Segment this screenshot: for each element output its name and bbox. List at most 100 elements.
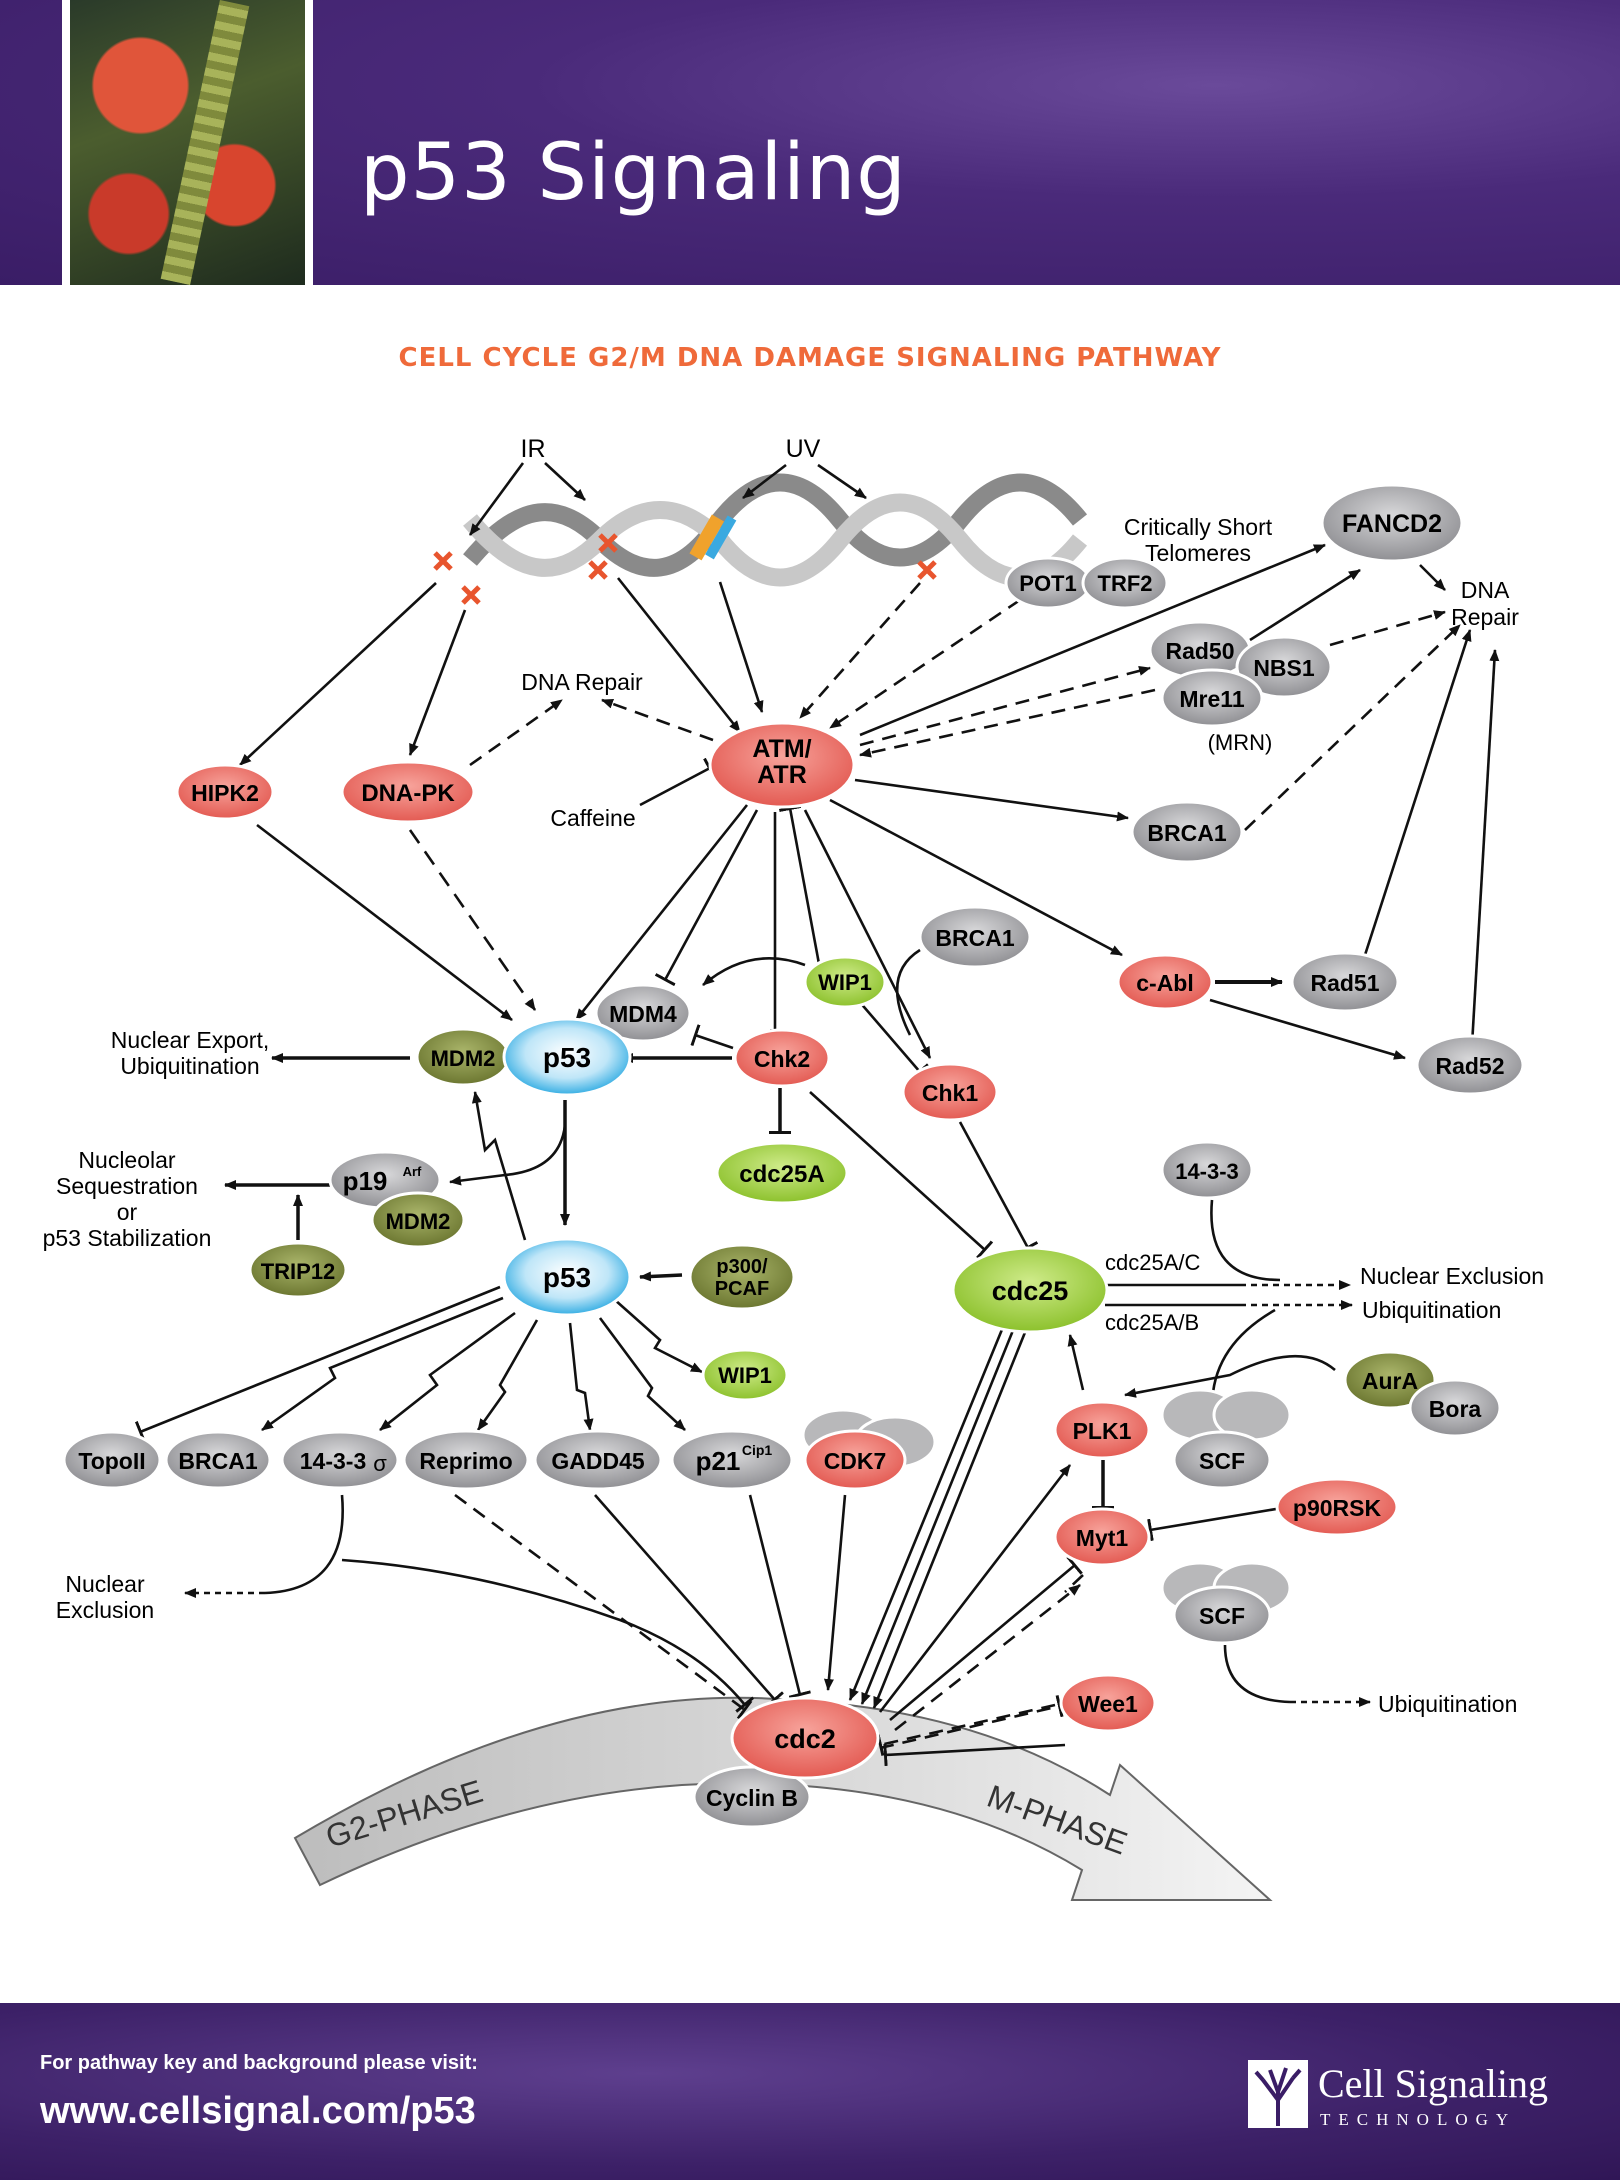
cdc25-label: cdc25 [992, 1276, 1069, 1306]
topoii-label: TopoII [78, 1448, 145, 1474]
node-cdc25: cdc25 [951, 1246, 1109, 1334]
pathway-title: CELL CYCLE G2/M DNA DAMAGE SIGNALING PAT… [398, 343, 1222, 373]
gadd45-label: GADD45 [551, 1448, 645, 1474]
p53-bottom-label: p53 [543, 1262, 591, 1293]
fancd2-label: FANCD2 [1342, 510, 1442, 538]
node-dna-pk: DNA-PK [340, 760, 476, 824]
scf-bottom-label: SCF [1199, 1603, 1245, 1629]
dna-helix [463, 473, 1088, 587]
p300-label-1: p300/ [716, 1256, 768, 1278]
node-p90rsk: p90RSK [1275, 1477, 1399, 1537]
myt1-label: Myt1 [1076, 1525, 1129, 1551]
node-rad51: Rad51 [1290, 951, 1400, 1013]
wip1-bottom-label: WIP1 [718, 1363, 772, 1388]
cdc25a-label: cdc25A [739, 1161, 824, 1188]
node-myt1: Myt1 [1053, 1507, 1151, 1567]
node-nbs1: NBS1 [1235, 635, 1333, 699]
node-plk1: PLK1 [1053, 1400, 1151, 1460]
node-reprimo: Reprimo [402, 1429, 530, 1491]
n1433-sigma-label: 14-3-3 [300, 1448, 366, 1474]
node-scf-bottom: SCF [1160, 1561, 1292, 1645]
header-banner: p53 Signaling [0, 0, 1620, 285]
c-abl-label: c-Abl [1136, 970, 1194, 996]
pot1-label: POT1 [1019, 571, 1076, 596]
nuclear-exclusion-right: Nuclear Exclusion [1360, 1263, 1544, 1289]
n1433-right-label: 14-3-3 [1175, 1159, 1239, 1184]
node-cyclin-b: Cyclin B [692, 1765, 812, 1829]
node-bora: Bora [1408, 1378, 1502, 1438]
brca1-bottom-label: BRCA1 [178, 1448, 257, 1474]
node-chk2: Chk2 [733, 1028, 831, 1088]
brca1-mid-label: BRCA1 [935, 925, 1014, 951]
company-logo-name: Cell Signaling [1318, 2061, 1548, 2106]
node-atm-atr: ATM/ ATR [708, 721, 856, 809]
mdm4-label: MDM4 [609, 1001, 677, 1027]
node-hipk2: HIPK2 [175, 763, 275, 821]
node-14-3-3-sigma: 14-3-3 σ [280, 1430, 400, 1490]
cdc25ac-label: cdc25A/C [1105, 1250, 1200, 1275]
nuclear-export-2: Ubiquitination [120, 1053, 259, 1079]
node-wip1-top: WIP1 [803, 955, 887, 1009]
node-cdc25a: cdc25A [715, 1141, 849, 1205]
node-p21: p21 Cip1 [670, 1429, 794, 1491]
plk1-label: PLK1 [1073, 1418, 1132, 1444]
nuclear-exclusion-left-1: Nuclear [65, 1571, 145, 1597]
dna-repair-right-2: Repair [1451, 604, 1519, 630]
p21-label: p21 [696, 1446, 741, 1476]
nuclear-export-1: Nuclear Export, [111, 1027, 270, 1053]
scf-top-label: SCF [1199, 1448, 1245, 1474]
company-logo-sub: TECHNOLOGY [1320, 2110, 1517, 2129]
nucleolar-3: or [117, 1199, 138, 1225]
brca1-top-label: BRCA1 [1147, 820, 1226, 846]
node-aura: AurA [1343, 1350, 1437, 1410]
wee1-label: Wee1 [1078, 1691, 1138, 1717]
node-trip12: TRIP12 [248, 1241, 348, 1299]
node-pot1: POT1 [1004, 556, 1092, 610]
nucleolar-1: Nucleolar [78, 1147, 175, 1173]
p300-label-2: PCAF [715, 1278, 769, 1300]
damage-marks [433, 533, 937, 605]
node-p53-top: p53 [502, 1017, 632, 1097]
node-brca1-top: BRCA1 [1130, 800, 1244, 864]
node-mre11: Mre11 [1160, 668, 1264, 728]
company-logo-icon [1248, 2060, 1308, 2128]
trip12-label: TRIP12 [261, 1259, 336, 1284]
node-cdk7: CDK7 [801, 1408, 937, 1491]
mre11-label: Mre11 [1179, 686, 1244, 712]
node-gadd45: GADD45 [533, 1429, 663, 1491]
footer-banner [0, 2003, 1620, 2180]
ubiquitination-scf: Ubiquitination [1378, 1691, 1517, 1717]
node-brca1-mid: BRCA1 [918, 905, 1032, 969]
p19-superscript: Arf [403, 1164, 422, 1179]
node-c-abl: c-Abl [1116, 953, 1214, 1011]
footer-link[interactable]: www.cellsignal.com/p53 [40, 2090, 476, 2132]
p90rsk-label: p90RSK [1293, 1495, 1382, 1521]
header-divider-left [62, 0, 70, 285]
nuclear-exclusion-left-2: Exclusion [56, 1597, 154, 1623]
node-cdc2: cdc2 [730, 1696, 880, 1780]
page-title: p53 Signaling [360, 128, 907, 218]
ir-label: IR [521, 435, 546, 463]
node-trf2: TRF2 [1081, 556, 1169, 610]
cdk7-label: CDK7 [824, 1448, 887, 1474]
rad52-label: Rad52 [1435, 1053, 1504, 1079]
p21-superscript: Cip1 [742, 1442, 773, 1458]
telomeres-label-1: Critically Short [1124, 514, 1273, 540]
bora-label: Bora [1429, 1396, 1482, 1422]
node-scf-top: SCF [1160, 1388, 1292, 1490]
node-mdm4: MDM4 [594, 983, 692, 1043]
cdc25ab-label: cdc25A/B [1105, 1310, 1199, 1335]
node-fancd2: FANCD2 [1320, 483, 1464, 563]
rad51-label: Rad51 [1310, 970, 1379, 996]
node-wip1-bottom: WIP1 [701, 1348, 789, 1402]
aura-label: AurA [1362, 1368, 1418, 1394]
chk2-label: Chk2 [754, 1046, 810, 1072]
footer-prompt: For pathway key and background please vi… [40, 2052, 478, 2074]
node-p53-bottom: p53 [502, 1237, 632, 1317]
dna-repair-right-1: DNA [1461, 577, 1510, 603]
sigma-symbol: σ [373, 1451, 387, 1476]
dna-repair-left: DNA Repair [521, 669, 643, 695]
cyclin-b-label: Cyclin B [706, 1785, 798, 1811]
node-topoii: TopoII [62, 1430, 162, 1490]
